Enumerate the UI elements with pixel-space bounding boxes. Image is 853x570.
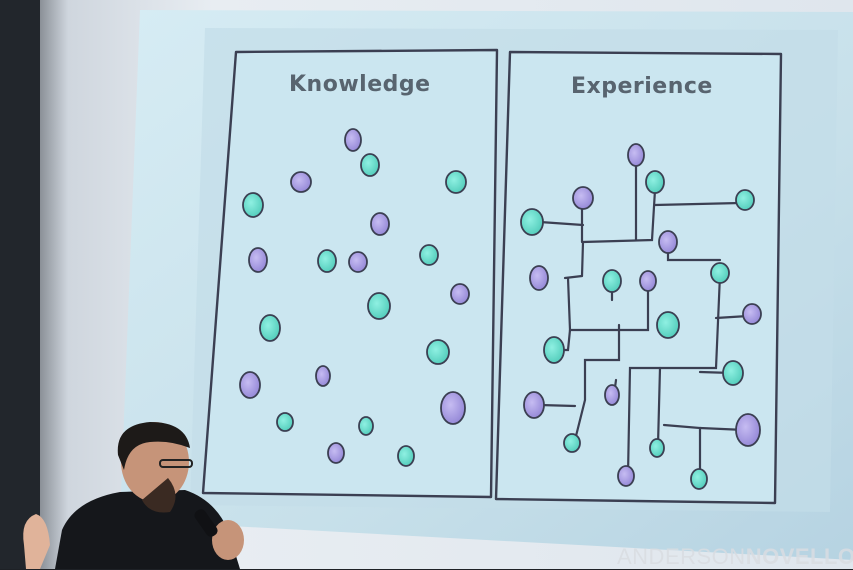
microphone-icon: [194, 509, 218, 537]
experience-dot: [645, 170, 665, 194]
experience-title: Experience: [571, 74, 713, 99]
presenter-hand: [212, 520, 244, 560]
experience-dot: [649, 438, 665, 458]
experience-dot: [529, 265, 549, 291]
knowledge-dot: [239, 371, 261, 399]
presenter: [23, 422, 244, 569]
experience-dot: [617, 465, 635, 487]
experience-panel: [494, 50, 783, 505]
knowledge-dot: [242, 192, 264, 218]
experience-dot: [735, 413, 761, 447]
experience-dot: [742, 303, 762, 325]
knowledge-dot: [397, 445, 415, 467]
knowledge-dot: [317, 249, 337, 273]
knowledge-panel: [201, 48, 499, 499]
knowledge-dot: [327, 442, 345, 464]
experience-dot: [563, 433, 581, 453]
knowledge-dot: [370, 212, 390, 236]
experience-dot: [627, 143, 645, 167]
experience-dot: [604, 384, 620, 406]
knowledge-dot: [426, 339, 450, 365]
experience-dot: [690, 468, 708, 490]
experience-dots: [520, 143, 762, 490]
knowledge-dot: [348, 251, 368, 273]
experience-dot: [658, 230, 678, 254]
glasses-icon: [159, 459, 193, 468]
experience-dot: [656, 311, 680, 339]
knowledge-dot: [419, 244, 439, 266]
knowledge-dot: [450, 283, 470, 305]
presenter-body: [55, 490, 240, 569]
knowledge-dot: [248, 247, 268, 273]
knowledge-dot: [259, 314, 281, 342]
experience-dot: [520, 208, 544, 236]
experience-dot: [572, 186, 594, 210]
experience-dot: [710, 262, 730, 284]
knowledge-dot: [360, 153, 380, 177]
experience-dot: [523, 391, 545, 419]
knowledge-dot: [315, 365, 331, 387]
dark-left-edge: [0, 0, 40, 569]
watermark-part2: NOVELLO: [745, 544, 853, 569]
knowledge-dot: [440, 391, 466, 425]
knowledge-dot: [344, 128, 362, 152]
experience-dot: [639, 270, 657, 292]
experience-dot: [602, 269, 622, 293]
knowledge-dot: [358, 416, 374, 436]
experience-dot: [543, 336, 565, 364]
watermark-logo: ANDERSONNOVELLO: [617, 544, 853, 570]
knowledge-dot: [290, 171, 312, 193]
knowledge-dot: [367, 292, 391, 320]
knowledge-title: Knowledge: [289, 72, 431, 97]
experience-dot: [722, 360, 744, 386]
presenter-beard: [142, 478, 176, 513]
audience-hand: [23, 514, 50, 569]
knowledge-dots: [239, 128, 470, 467]
knowledge-dot: [276, 412, 294, 432]
watermark-part1: ANDERSON: [617, 544, 746, 569]
presenter-hair: [117, 422, 190, 470]
experience-dot: [735, 189, 755, 211]
knowledge-dot: [445, 170, 467, 194]
